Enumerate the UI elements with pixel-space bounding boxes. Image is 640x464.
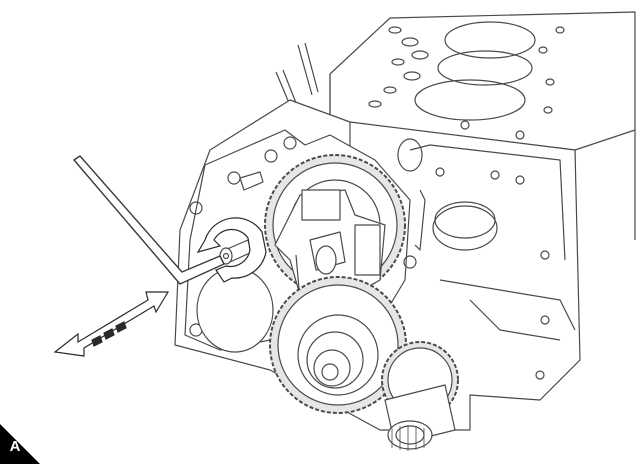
cylinder-head xyxy=(329,11,636,250)
rotation-arrow-icon xyxy=(196,217,267,283)
oil-pump-gear xyxy=(381,341,459,451)
mounting-bolts xyxy=(219,171,264,265)
crankshaft-gear xyxy=(269,276,407,414)
hex-key-icon xyxy=(73,155,225,285)
head-studs xyxy=(275,42,319,111)
push-pull-arrow-icon xyxy=(53,291,170,357)
